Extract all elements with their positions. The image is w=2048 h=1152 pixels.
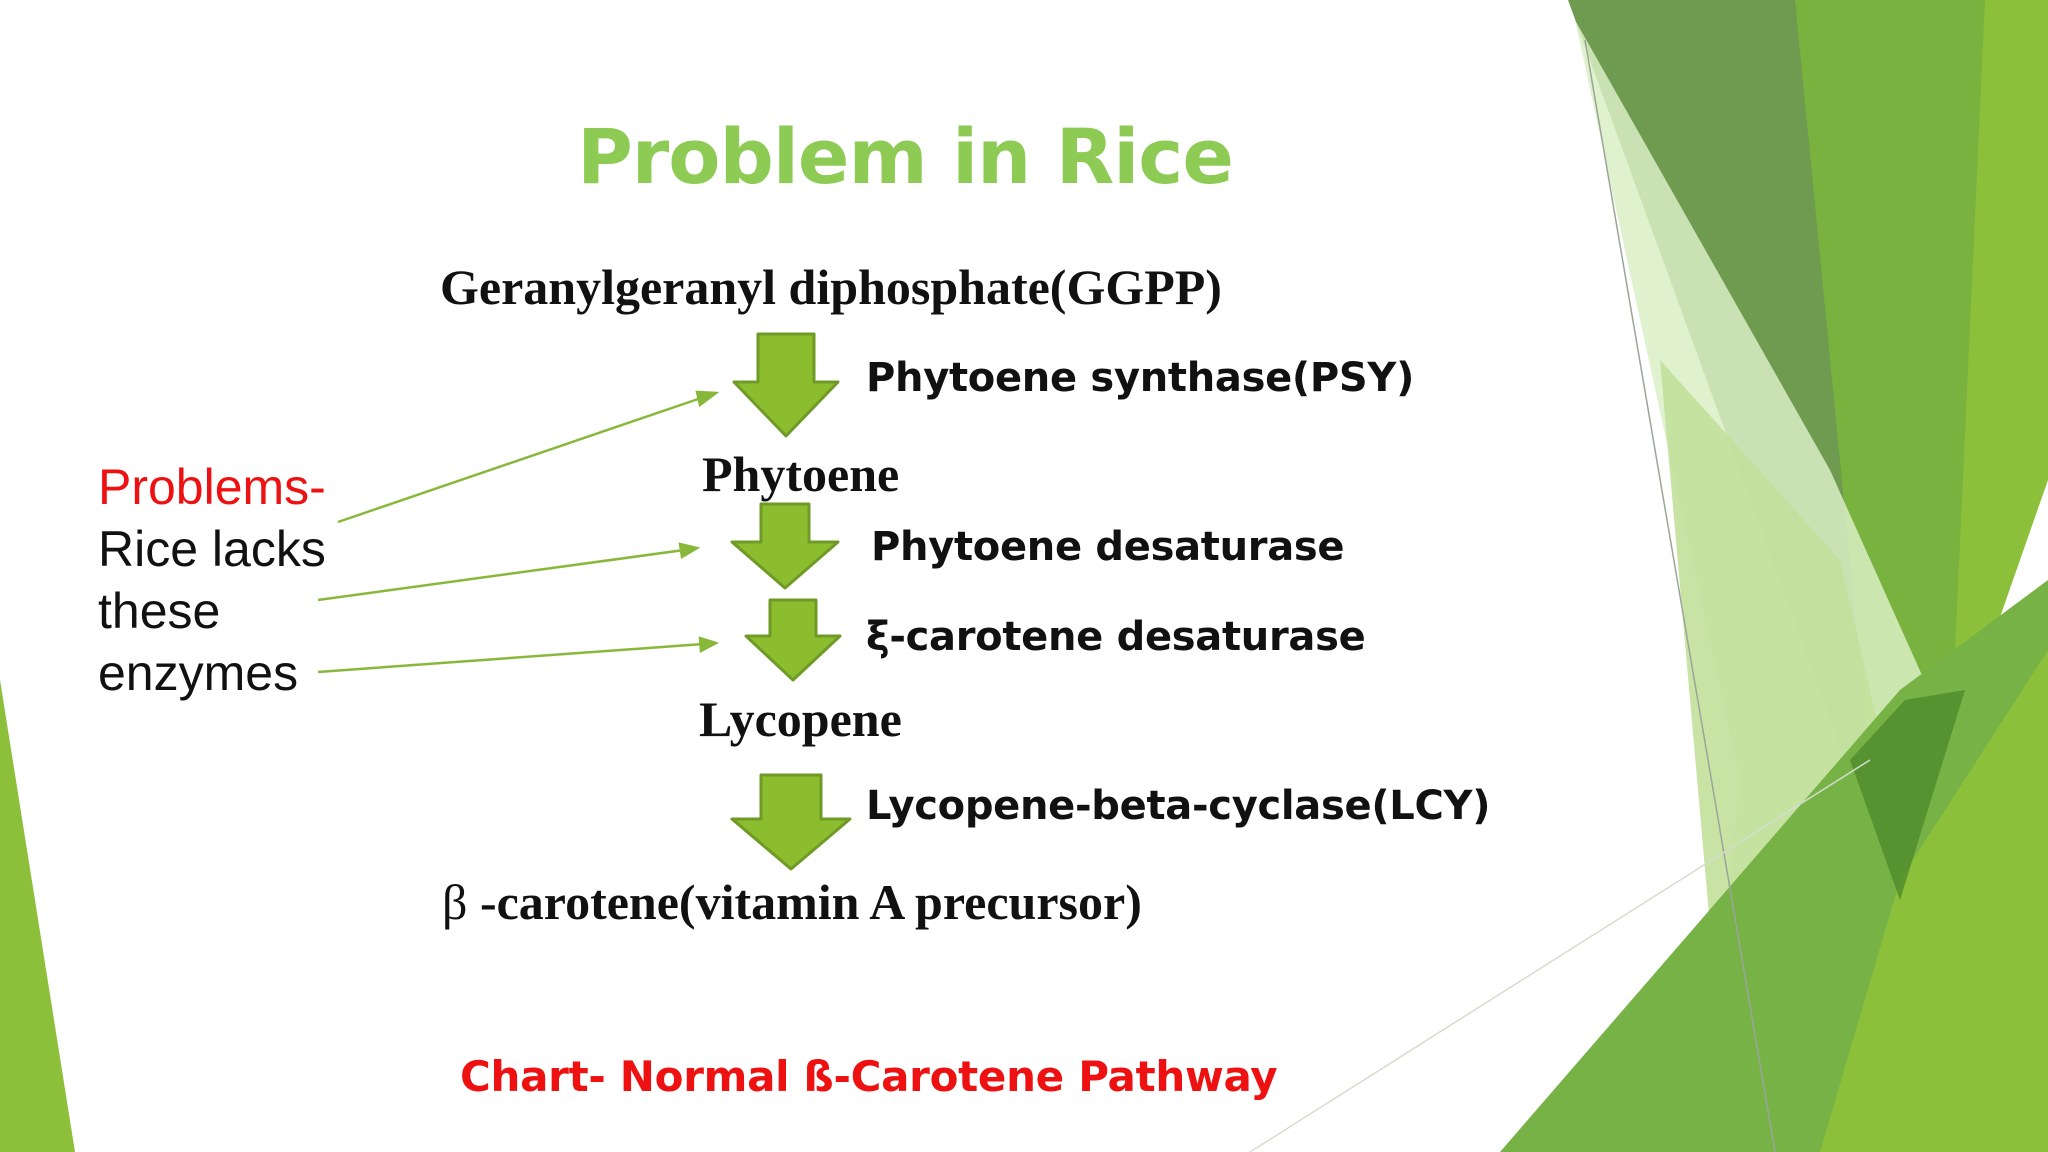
deco-line-2 <box>1249 759 1871 1152</box>
enzyme-psy: Phytoene synthase(PSY) <box>866 355 1415 401</box>
compound-beta-carotene: β -carotene(vitamin A precursor) <box>442 873 1142 931</box>
deco-shape-bottom-bright <box>1820 650 2048 1152</box>
page-title: Problem in Rice <box>577 112 1234 201</box>
pointer-arrow-icon <box>317 548 685 602</box>
compound-phytoene: Phytoene <box>702 446 900 502</box>
pointer-arrow-head <box>695 390 720 408</box>
compound-ggpp: Geranylgeranyl diphosphate(GGPP) <box>440 259 1222 315</box>
enzyme-lcy: Lycopene-beta-cyclase(LCY) <box>866 783 1491 829</box>
compound-lycopene: Lycopene <box>699 691 902 747</box>
down-arrow-icon <box>730 502 840 590</box>
problem-heading: Problems- <box>98 459 326 515</box>
pointer-arrow-icon <box>337 395 705 524</box>
down-arrow-icon <box>730 773 852 871</box>
pointer-arrow-head <box>678 542 701 560</box>
problem-note: Problems- Rice lacks these enzymes <box>98 456 326 704</box>
chart-caption: Chart- Normal ß-Carotene Pathway <box>460 1052 1278 1101</box>
deco-shape-right-bright <box>1950 0 2048 760</box>
enzyme-phytoene-desaturase: Phytoene desaturase <box>871 524 1345 570</box>
beta-carotene-label: -carotene(vitamin A precursor) <box>479 874 1142 930</box>
deco-shape-bottom-deep <box>1850 690 1965 900</box>
deco-line-1 <box>1584 39 1776 1152</box>
enzyme-carotene-desaturase: ξ-carotene desaturase <box>866 614 1366 660</box>
pointer-arrow-head <box>698 636 720 654</box>
down-arrow-icon <box>744 598 842 682</box>
problem-line-2: these <box>98 583 221 639</box>
pointer-arrow-icon <box>317 642 704 674</box>
down-arrow-icon <box>732 332 840 438</box>
problem-line-1: Rice lacks <box>98 521 326 577</box>
beta-symbol: β <box>442 874 468 930</box>
deco-shape-left <box>0 680 75 1152</box>
problem-line-3: enzymes <box>98 645 299 701</box>
